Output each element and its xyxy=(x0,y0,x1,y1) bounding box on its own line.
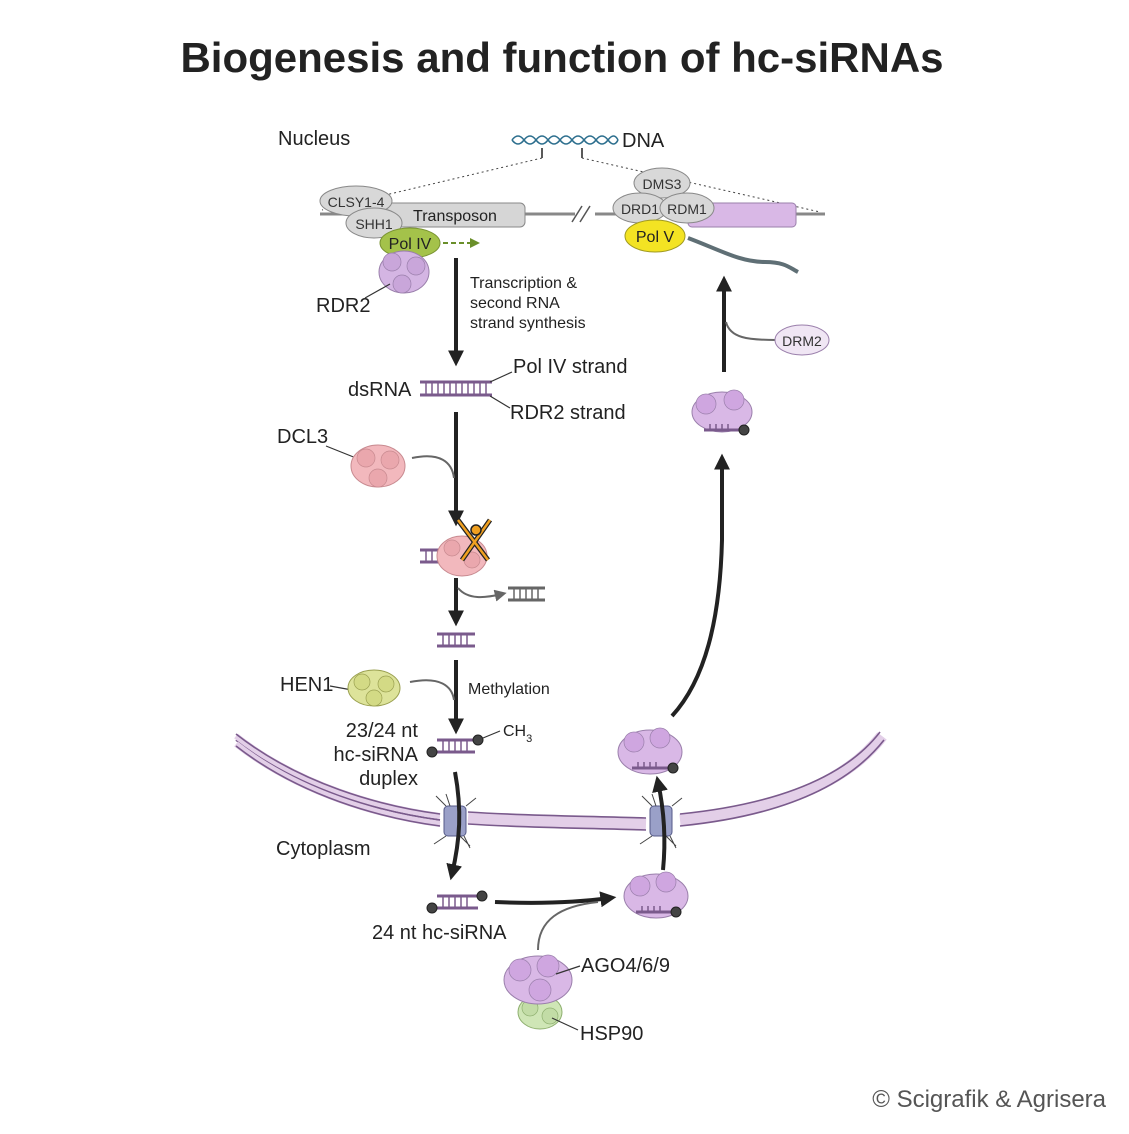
transcription-label-line3: strand synthesis xyxy=(470,315,586,332)
nuclear-pore-right xyxy=(639,793,683,849)
dcl3-label: DCL3 xyxy=(277,426,328,448)
dms3-protein xyxy=(633,167,691,199)
methylated-duplex-icon xyxy=(426,734,484,758)
clsy-label: CLSY1-4 xyxy=(328,194,385,210)
transcription-label-line2: second RNA xyxy=(470,295,560,312)
pol-iv-label: Pol IV xyxy=(389,236,432,253)
zoom-lines xyxy=(321,157,821,213)
cytoplasm-label: Cytoplasm xyxy=(276,838,370,860)
duplex-label-line2: hc-siRNA xyxy=(334,744,419,766)
pol-iv-strand-label: Pol IV strand xyxy=(513,356,628,378)
ago-hsp90-complex-icon xyxy=(503,954,573,1030)
ago-risc-nucleus-icon xyxy=(617,727,683,775)
drd1-label: DRD1 xyxy=(621,201,659,217)
sirna-duplex-icon xyxy=(437,632,475,648)
dcl3-protein-icon xyxy=(350,444,406,488)
nucleus-label: Nucleus xyxy=(278,128,350,150)
sirna-24nt-icon xyxy=(426,890,488,914)
transcription-label-line1: Transcription & xyxy=(470,275,577,292)
dcl3-leader xyxy=(325,445,357,459)
rdr2-leader xyxy=(364,283,391,299)
loading-arrow xyxy=(494,891,617,908)
scissors-icon xyxy=(456,518,493,562)
ago-leader xyxy=(555,965,581,975)
dsrna-icon xyxy=(420,380,492,397)
ago-join-curve xyxy=(537,901,599,951)
dcl3-join-curve xyxy=(411,455,455,479)
import-arrow xyxy=(652,775,668,871)
rdr2-strand-leader xyxy=(489,395,511,409)
transposon-label: Transposon xyxy=(413,208,497,225)
dms3-label: DMS3 xyxy=(643,176,682,192)
pol-v-scaffold-rna xyxy=(687,236,799,274)
rdr2-strand-label: RDR2 strand xyxy=(510,402,626,424)
credit-text: © Scigrafik & Agrisera xyxy=(872,1086,1106,1113)
hen1-protein-icon xyxy=(347,669,401,707)
duplex-label-line3: duplex xyxy=(359,768,418,790)
pol-v-protein xyxy=(624,219,686,253)
shh1-protein xyxy=(345,207,403,239)
ago-risc-target-icon xyxy=(691,389,753,436)
rdr2-label: RDR2 xyxy=(316,295,370,317)
dna-label: DNA xyxy=(622,130,665,152)
hsp90-label: HSP90 xyxy=(580,1023,643,1045)
ch3-leader xyxy=(482,730,501,739)
hen1-label: HEN1 xyxy=(280,674,333,696)
page-title: Biogenesis and function of hc-siRNAs xyxy=(180,34,943,81)
ch3-label: CH3 xyxy=(503,723,532,745)
hen1-join-curve xyxy=(409,679,455,701)
ago-label: AGO4/6/9 xyxy=(581,955,670,977)
release-arrow xyxy=(457,587,507,602)
sirna-24nt-label: 24 nt hc-siRNA xyxy=(372,922,507,944)
ago-risc-cytoplasm-icon xyxy=(623,871,689,919)
drm2-join-curve xyxy=(725,321,777,341)
dna-helix-icon xyxy=(511,135,619,158)
pol-iv-strand-leader xyxy=(489,371,513,383)
pol-v-label: Pol V xyxy=(636,229,675,246)
hsp90-leader xyxy=(551,1017,579,1031)
drm2-protein xyxy=(774,324,830,356)
return-arrow xyxy=(670,453,730,718)
rdm1-protein xyxy=(659,192,715,224)
methylation-label: Methylation xyxy=(468,681,550,698)
released-fragment-icon xyxy=(508,586,545,602)
duplex-label-line1: 23/24 nt xyxy=(346,720,419,742)
export-arrow xyxy=(446,771,462,881)
drm2-label: DRM2 xyxy=(782,333,822,349)
shh1-label: SHH1 xyxy=(355,216,393,232)
rdm1-label: RDM1 xyxy=(667,201,707,217)
nuclear-envelope xyxy=(234,731,887,831)
rdr2-protein-icon xyxy=(378,250,430,294)
dsrna-label: dsRNA xyxy=(348,379,412,401)
